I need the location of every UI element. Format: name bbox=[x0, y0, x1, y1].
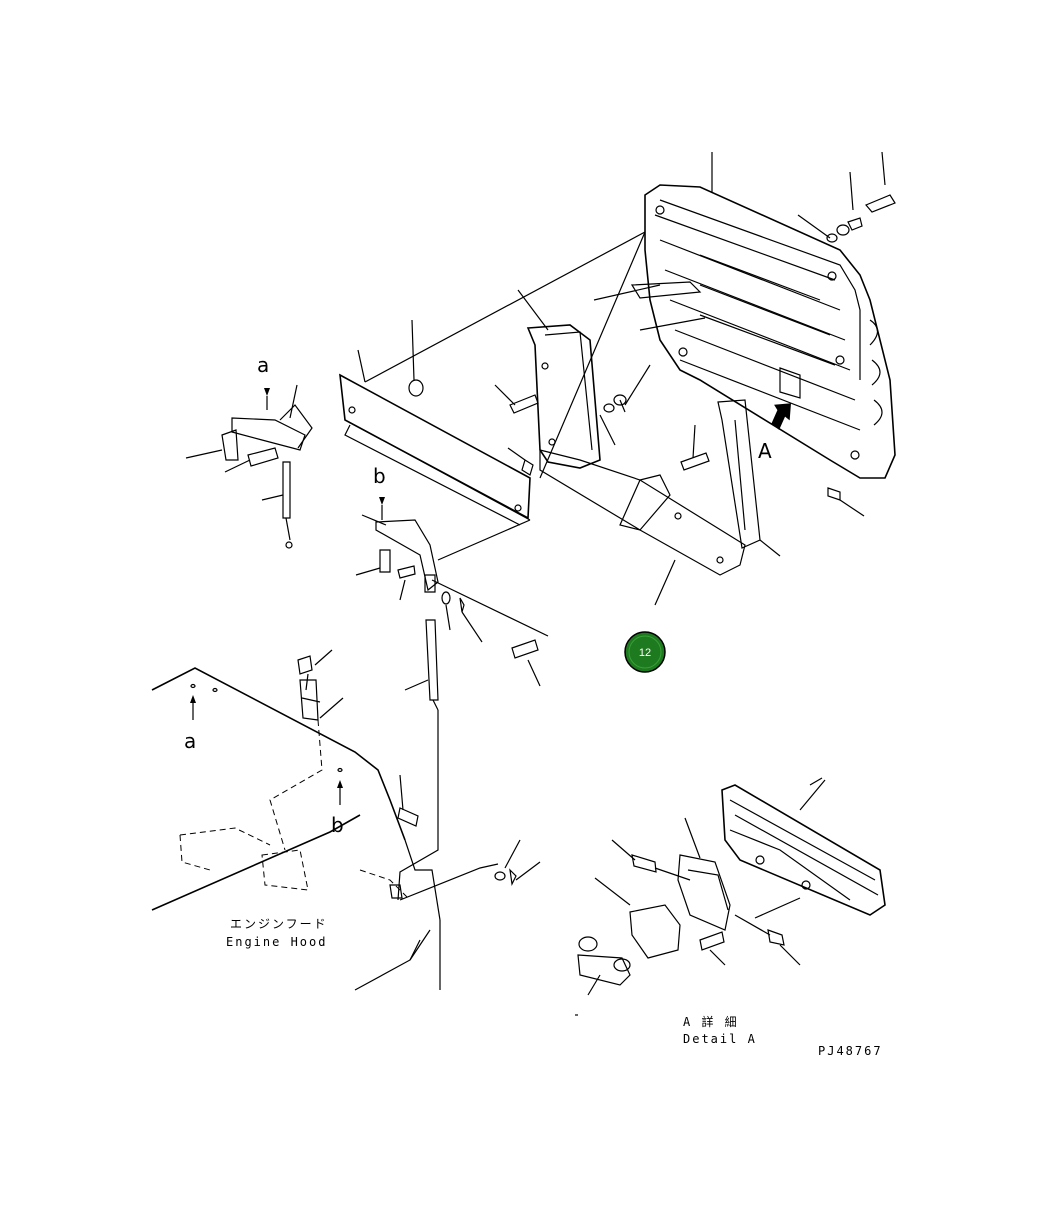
ref-a-top-label: a bbox=[257, 353, 269, 377]
part-code-label: PJ48767 bbox=[818, 1044, 883, 1058]
ref-b-top-label: b bbox=[373, 464, 386, 488]
left-bracket bbox=[185, 384, 313, 549]
callout-badge-number: 12 bbox=[639, 647, 651, 659]
side-panel bbox=[494, 231, 781, 606]
middle-bracket bbox=[355, 497, 549, 711]
radiator-grille bbox=[593, 151, 896, 517]
engine-hood bbox=[151, 649, 541, 991]
callout-badge[interactable]: 12 bbox=[624, 631, 666, 673]
engine-hood-jp-label: エンジンフード bbox=[230, 917, 328, 931]
detail-a bbox=[575, 777, 886, 1016]
plate bbox=[339, 231, 646, 526]
ref-b-bottom-label: b bbox=[331, 813, 344, 837]
view-arrow-label: A bbox=[758, 439, 772, 463]
engine-hood-en-label: Engine Hood bbox=[226, 935, 327, 949]
detail-a-en-label: Detail A bbox=[683, 1032, 757, 1046]
detail-a-jp-label: A 詳 細 bbox=[683, 1014, 739, 1029]
ref-a-bottom-label: a bbox=[184, 729, 196, 753]
